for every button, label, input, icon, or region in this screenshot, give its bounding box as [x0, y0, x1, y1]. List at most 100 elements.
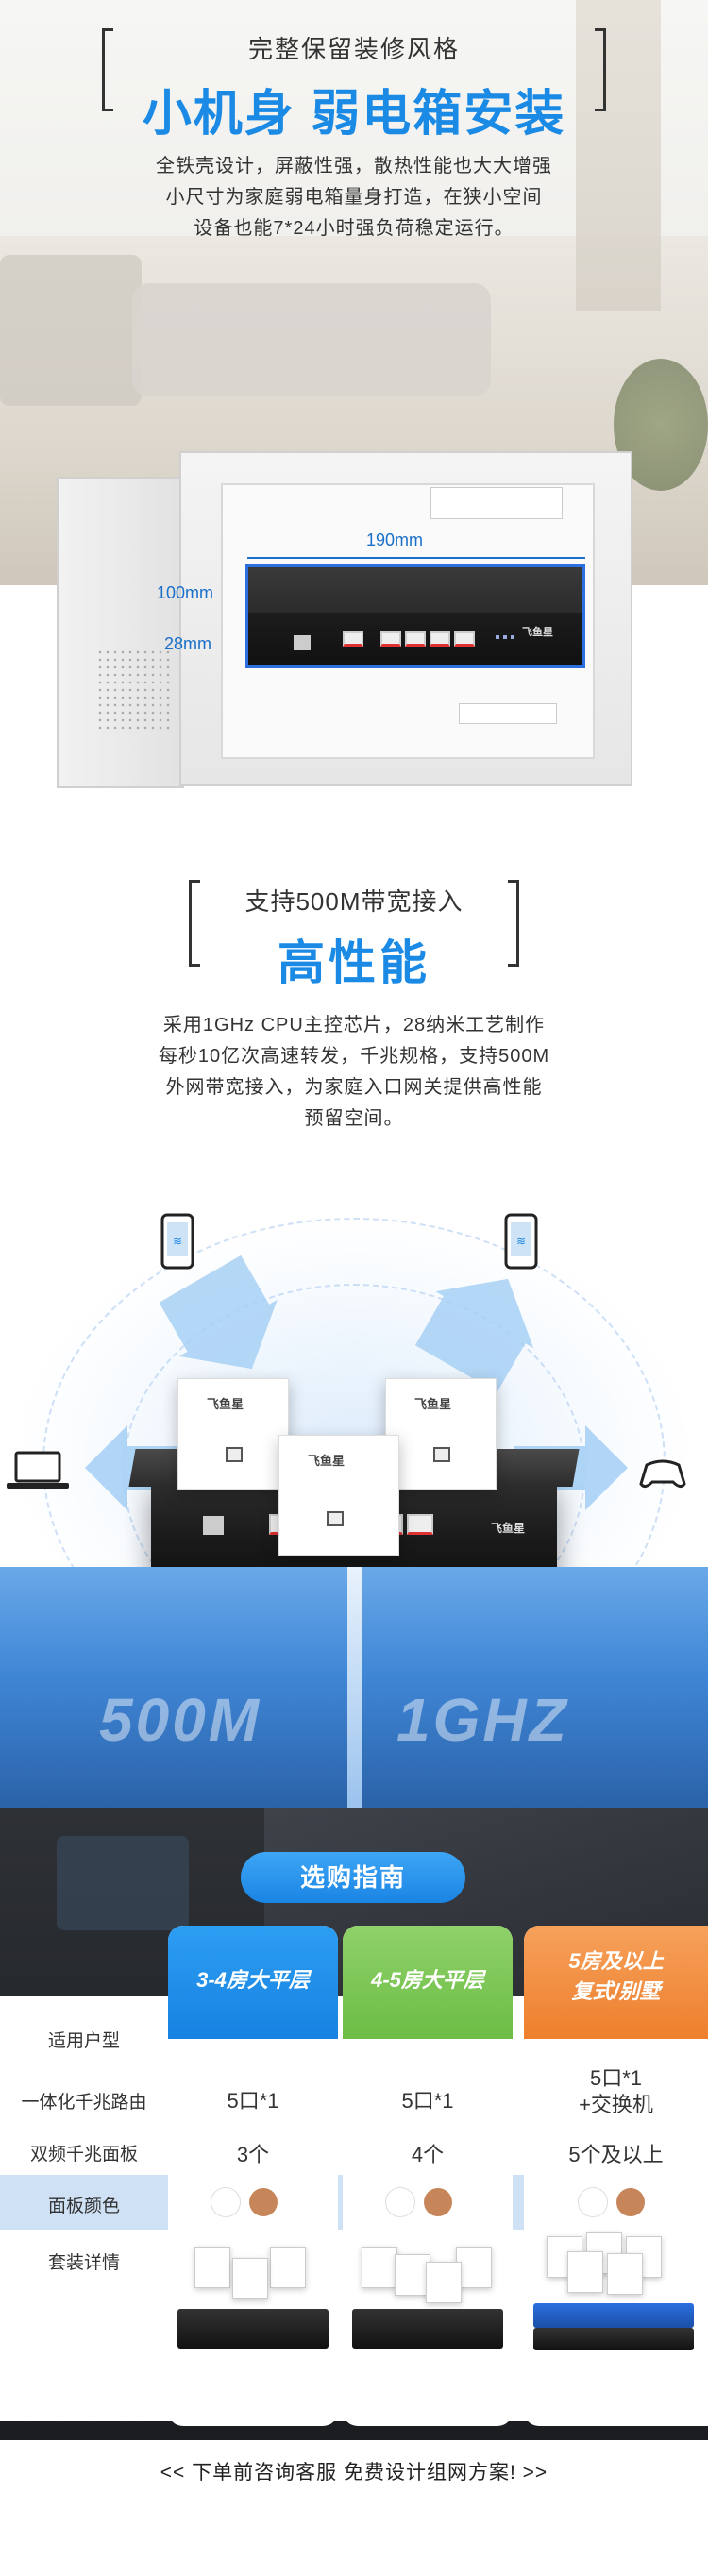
- section1-line-1: 全铁壳设计，屏蔽性强，散热性能也大大增强: [156, 156, 552, 177]
- frame-left-bracket: [189, 880, 200, 967]
- status-led: [496, 635, 499, 639]
- plan-column-4-5-rooms[interactable]: 4-5房大平层 5口*1 4个: [343, 1926, 513, 2426]
- depth-dimension: 100mm: [157, 583, 214, 602]
- kit-image: [352, 2237, 503, 2349]
- panel-logo: 飞鱼星: [414, 1397, 452, 1411]
- curtain-shape: [576, 0, 661, 311]
- wall-panel: 飞鱼星: [385, 1378, 497, 1490]
- section2-line-4: 预留空间。: [304, 1108, 404, 1129]
- section-performance: 支持500M带宽接入 高性能 采用1GHz CPU主控芯片，28纳米工艺制作 每…: [0, 821, 708, 1808]
- lan-port: [405, 631, 426, 647]
- plan-header: 3-4房大平层: [168, 1926, 338, 2039]
- wan-port: [343, 631, 363, 647]
- section1-line-3: 设备也能7*24小时强负荷稳定运行。: [194, 218, 514, 239]
- frame-right-bracket: [508, 880, 519, 967]
- cable-clip: [459, 703, 557, 724]
- kit-router: [177, 2309, 329, 2349]
- router-count-line-2: +交换机: [579, 2093, 653, 2116]
- height-dimension: 28mm: [164, 634, 212, 653]
- width-dimension: 190mm: [366, 530, 424, 549]
- kit-panel: [270, 2247, 306, 2288]
- panel-port: [327, 1511, 344, 1526]
- section1-line-2: 小尺寸为家庭弱电箱量身打造，在狭小空间: [165, 187, 543, 208]
- lan-port: [430, 631, 450, 647]
- arrow-up-left-icon: [159, 1254, 278, 1370]
- frame-left-bracket: [102, 28, 113, 111]
- router-logo: 飞鱼星: [522, 627, 553, 638]
- router-top: [248, 567, 582, 613]
- power-port: [294, 635, 311, 650]
- color-brown-swatch: [249, 2188, 278, 2216]
- lan-port: [407, 1514, 433, 1535]
- panel-port: [226, 1447, 243, 1462]
- router-device: 飞鱼星: [245, 564, 585, 668]
- row-label-panel: 双频千兆面板: [29, 2145, 138, 2164]
- armchair-shape: [0, 255, 142, 406]
- kit-router: [352, 2309, 503, 2349]
- section2-line-3: 外网带宽接入，为家庭入口网关提供高性能: [165, 1077, 543, 1098]
- router-count-line-1: 5口*1: [589, 2066, 643, 2090]
- router-logo: 飞鱼星: [491, 1522, 526, 1535]
- plan-header: 4-5房大平层: [343, 1926, 513, 2039]
- laptop-icon: [7, 1451, 69, 1489]
- router-count: 5口*1 +交换机: [524, 2065, 708, 2118]
- color-brown-swatch: [424, 2188, 452, 2216]
- plan-header-line-1: 5房及以上: [568, 1949, 664, 1973]
- frame-right-bracket: [595, 28, 606, 111]
- router-count: 5口*1: [227, 2089, 279, 2113]
- plan-header-label: 4-5房大平层: [371, 1968, 484, 1992]
- weak-current-box-door: [57, 477, 184, 788]
- plan-column-3-4-rooms[interactable]: 3-4房大平层 5口*1 3个: [168, 1926, 338, 2426]
- consult-footer[interactable]: << 下单前咨询客服 免费设计组网方案! >>: [160, 2462, 548, 2483]
- background-phone-shape: [57, 1836, 189, 1930]
- color-white-swatch: [386, 2188, 414, 2216]
- router-count: 5口*1: [401, 2089, 454, 2113]
- color-brown-swatch: [616, 2188, 645, 2216]
- kit-router: [533, 2328, 694, 2350]
- lan-port: [454, 631, 475, 647]
- section1-title: 小机身 弱电箱安装: [142, 87, 566, 142]
- panel-count: 5个及以上: [568, 2143, 664, 2166]
- section2-line-1: 采用1GHz CPU主控芯片，28纳米工艺制作: [162, 1015, 546, 1035]
- wall-panel: 飞鱼星: [278, 1435, 399, 1556]
- kit-panel: [194, 2247, 230, 2288]
- buying-guide-button[interactable]: 选购指南: [241, 1852, 465, 1903]
- row-label-kit-detail: 套装详情: [47, 2253, 120, 2273]
- lan-port: [380, 631, 401, 647]
- bandwidth-label: 500M: [99, 1686, 262, 1754]
- section2-title-frame: [189, 880, 519, 967]
- door-vents: [96, 648, 172, 733]
- status-led: [503, 635, 507, 639]
- width-dimension-line: [247, 557, 585, 559]
- row-label-panel-color: 面板颜色: [47, 2197, 120, 2216]
- kit-panel: [426, 2262, 462, 2303]
- svg-text:≋: ≋: [173, 1235, 182, 1248]
- sofa-shape: [132, 283, 491, 396]
- kit-panel: [362, 2247, 397, 2288]
- floor-split-line: [347, 1567, 362, 1808]
- plan-header-line-2: 复式/别墅: [571, 1979, 661, 2003]
- kit-panel: [395, 2254, 430, 2296]
- panel-logo: 飞鱼星: [207, 1397, 244, 1411]
- plan-header-label: 3-4房大平层: [196, 1968, 310, 1992]
- phone-icon: ≋: [504, 1213, 538, 1270]
- power-port: [203, 1516, 224, 1535]
- kit-image: [533, 2232, 694, 2350]
- section2-title: 高性能: [278, 936, 430, 989]
- section2-line-2: 每秒10亿次高速转发，千兆规格，支持500M: [158, 1046, 550, 1067]
- section-install: 完整保留装修风格 小机身 弱电箱安装 全铁壳设计，屏蔽性强，散热性能也大大增强 …: [0, 0, 708, 821]
- color-white-swatch: [211, 2188, 240, 2216]
- wall-panel: 飞鱼星: [177, 1378, 289, 1490]
- section1-subtitle: 完整保留装修风格: [247, 35, 460, 63]
- kit-image: [177, 2237, 329, 2349]
- row-label-router: 一体化千兆路由: [21, 2093, 147, 2113]
- panel-count: 4个: [411, 2143, 445, 2166]
- row-label-house-type: 适用户型: [47, 2031, 120, 2051]
- plan-header: 5房及以上 复式/别墅: [524, 1926, 708, 2039]
- section2-subtitle: 支持500M带宽接入: [244, 887, 464, 916]
- section1-title-frame: [102, 28, 606, 111]
- svg-text:≋: ≋: [516, 1235, 526, 1248]
- plan-column-5-plus-rooms[interactable]: 5房及以上 复式/别墅 5口*1 +交换机 5个及以上: [524, 1926, 708, 2426]
- cpu-label: 1GHZ: [396, 1686, 569, 1754]
